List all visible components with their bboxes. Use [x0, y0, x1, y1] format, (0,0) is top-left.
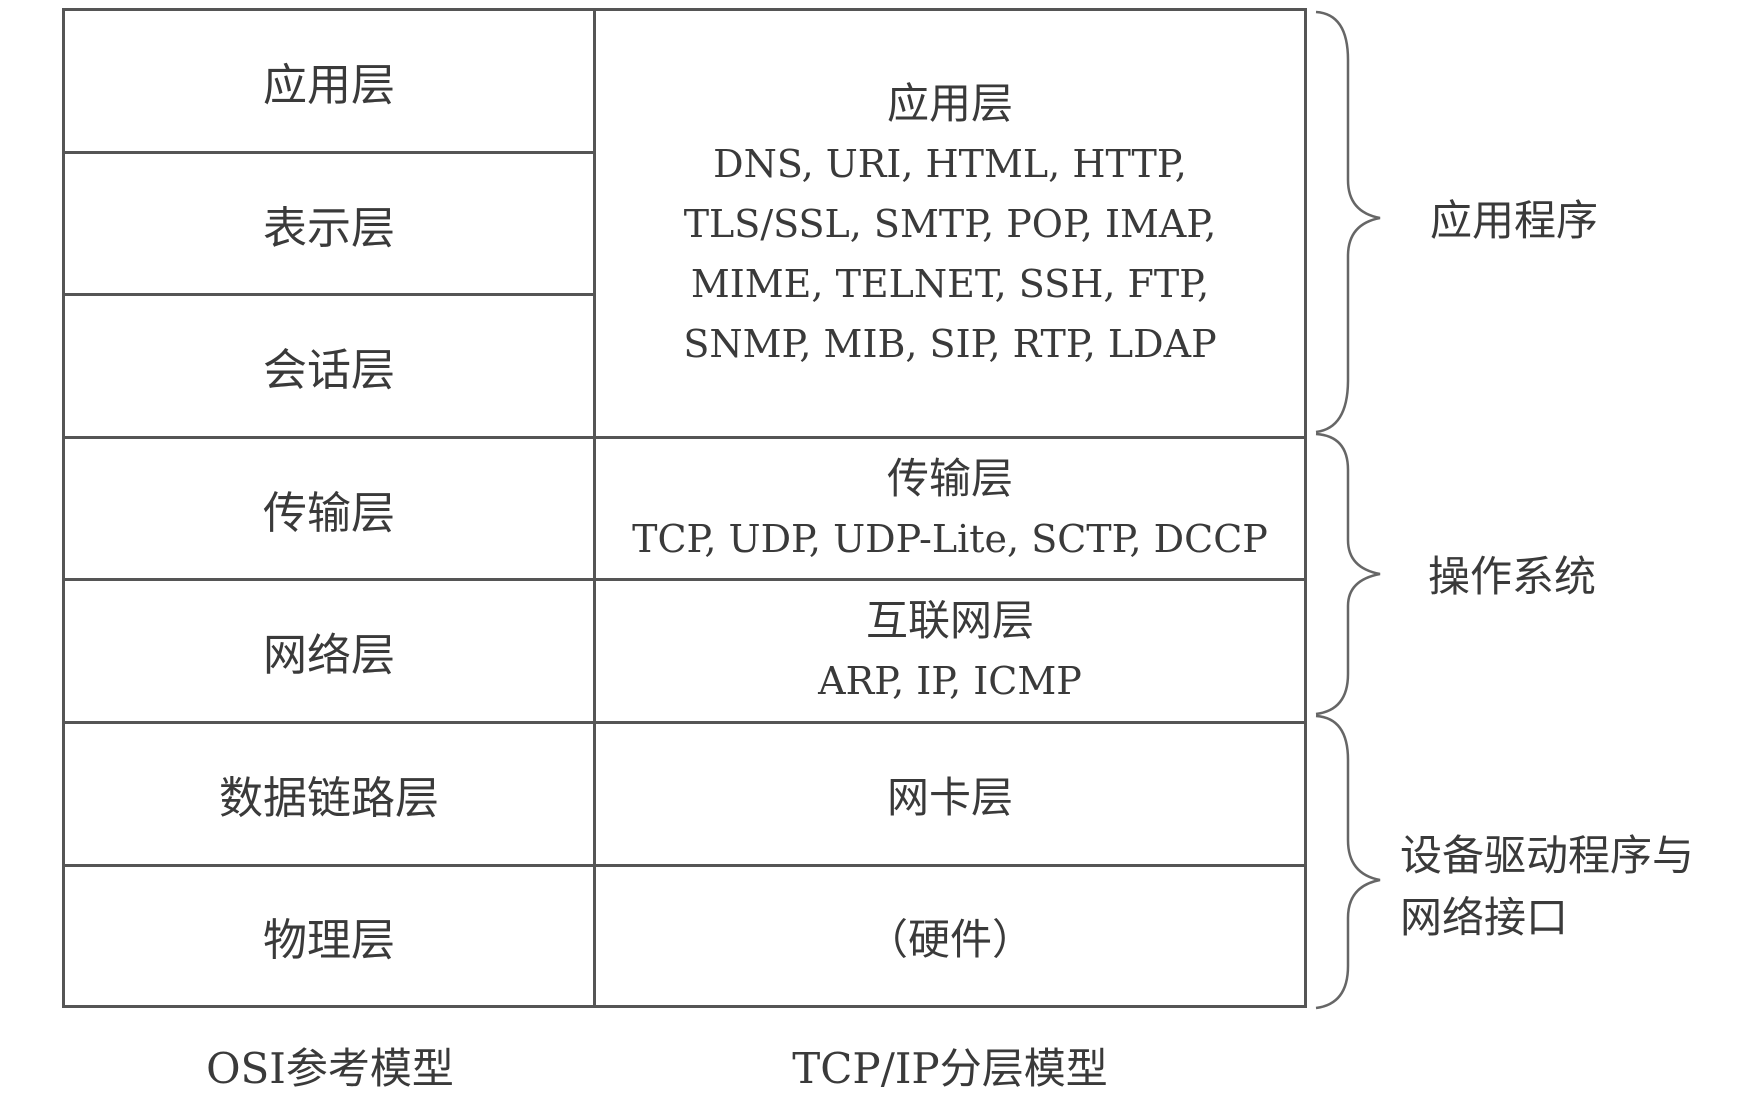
osi-layer-application: 应用层: [263, 60, 395, 111]
group-label-operating-system: 操作系统: [1428, 552, 1597, 601]
tcpip-application-layer: 应用层 DNS, URI, HTML, HTTP, TLS/SSL, SMTP,…: [596, 11, 1304, 436]
osi-caption: OSI参考模型: [206, 1044, 454, 1093]
brace-operating-system: [1315, 432, 1381, 716]
tcpip-caption: TCP/IP分层模型: [792, 1044, 1108, 1093]
osi-divider-2: [65, 293, 593, 296]
tcpip-hardware-layer: （硬件）: [865, 914, 1034, 964]
column-divider: [593, 11, 596, 1005]
tcpip-transport-protocols: TCP, UDP, UDP-Lite, SCTP, DCCP: [632, 516, 1268, 561]
row-divider-3: [65, 436, 1304, 439]
osi-layer-transport: 传输层: [263, 487, 395, 539]
osi-layer-session: 会话层: [263, 345, 395, 396]
tcpip-internet-layer: 互联网层 ARP, IP, ICMP: [596, 581, 1304, 721]
tcpip-internet-protocols: ARP, IP, ICMP: [818, 659, 1082, 703]
brace-drivers: [1315, 714, 1381, 1010]
group-label-drivers: 设备驱动程序与网络接口: [1400, 831, 1695, 942]
row-divider-4: [65, 578, 1304, 581]
layer-model-table: 应用层 表示层 会话层 传输层 网络层 数据链路层 物理层 应用层 DNS, U…: [62, 8, 1307, 1008]
group-braces: [1315, 10, 1381, 1010]
tcpip-link-layer: 网卡层: [886, 772, 1013, 822]
tcpip-transport-layer: 传输层 TCP, UDP, UDP-Lite, SCTP, DCCP: [596, 439, 1304, 578]
row-divider-6: [65, 864, 1304, 867]
row-divider-5: [65, 721, 1304, 724]
osi-layer-network: 网络层: [263, 630, 395, 681]
brace-applications: [1315, 10, 1381, 434]
osi-layer-presentation: 表示层: [263, 202, 395, 254]
osi-divider-1: [65, 151, 593, 154]
tcpip-internet-title: 互联网层: [865, 596, 1034, 645]
osi-layer-physical: 物理层: [263, 915, 395, 966]
group-label-applications: 应用程序: [1430, 196, 1599, 245]
tcpip-application-protocols: DNS, URI, HTML, HTTP, TLS/SSL, SMTP, POP…: [683, 141, 1229, 366]
tcpip-application-title: 应用层: [886, 78, 1013, 128]
tcpip-transport-title: 传输层: [886, 453, 1013, 503]
osi-layer-data-link: 数据链路层: [219, 773, 439, 824]
